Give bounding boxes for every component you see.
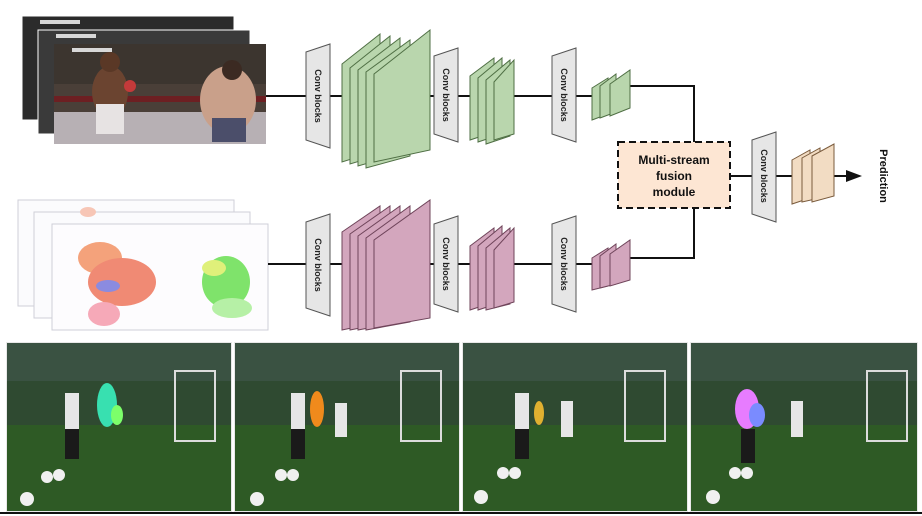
rgb-feature-stack-small [591, 69, 631, 121]
rgb-frame-header-marks [40, 20, 112, 52]
example-frame-3 [462, 342, 688, 512]
flow-feature-stack-large [341, 199, 431, 331]
svg-text:Conv blocks: Conv blocks [759, 149, 769, 203]
fused-feature-stack [791, 143, 835, 205]
conv-block: Conv blocks [751, 131, 777, 223]
flow-front-frame [51, 207, 269, 331]
flow-feature-stack-small [591, 239, 631, 291]
svg-text:Conv blocks: Conv blocks [559, 68, 569, 122]
example-frame-strip [6, 342, 918, 512]
flow-input-frames [17, 199, 269, 331]
architecture-diagram: Conv blocks Conv blocks Conv blocks Conv… [17, 15, 889, 331]
conv-block: Conv blocks [433, 47, 459, 143]
example-frame-4 [690, 342, 918, 512]
flow-feature-stack-medium [469, 224, 515, 311]
rgb-input-frames [21, 15, 266, 144]
prediction-label: Prediction [877, 149, 889, 203]
conv-block: Conv blocks [433, 215, 459, 313]
rgb-feature-stack-large [341, 28, 431, 169]
rgb-front-frame [54, 44, 266, 144]
svg-text:Conv blocks: Conv blocks [313, 238, 323, 292]
svg-text:Conv blocks: Conv blocks [559, 237, 569, 291]
svg-text:Conv blocks: Conv blocks [313, 69, 323, 123]
conv-block: Conv blocks [551, 47, 577, 143]
fusion-module: Multi-stream fusion module [617, 141, 731, 209]
conv-block: Conv blocks [551, 215, 577, 313]
example-frame-1 [6, 342, 232, 512]
rgb-feature-stack-medium [469, 56, 515, 145]
svg-text:module: module [653, 185, 696, 199]
arrow-right-icon [846, 170, 862, 182]
svg-text:Conv blocks: Conv blocks [441, 68, 451, 122]
bottom-border [0, 512, 922, 514]
svg-text:fusion: fusion [656, 169, 692, 183]
svg-text:Conv blocks: Conv blocks [441, 237, 451, 291]
svg-text:Multi-stream: Multi-stream [638, 153, 709, 167]
example-frame-2 [234, 342, 460, 512]
conv-block: Conv blocks [305, 43, 331, 149]
conv-block: Conv blocks [305, 213, 331, 317]
